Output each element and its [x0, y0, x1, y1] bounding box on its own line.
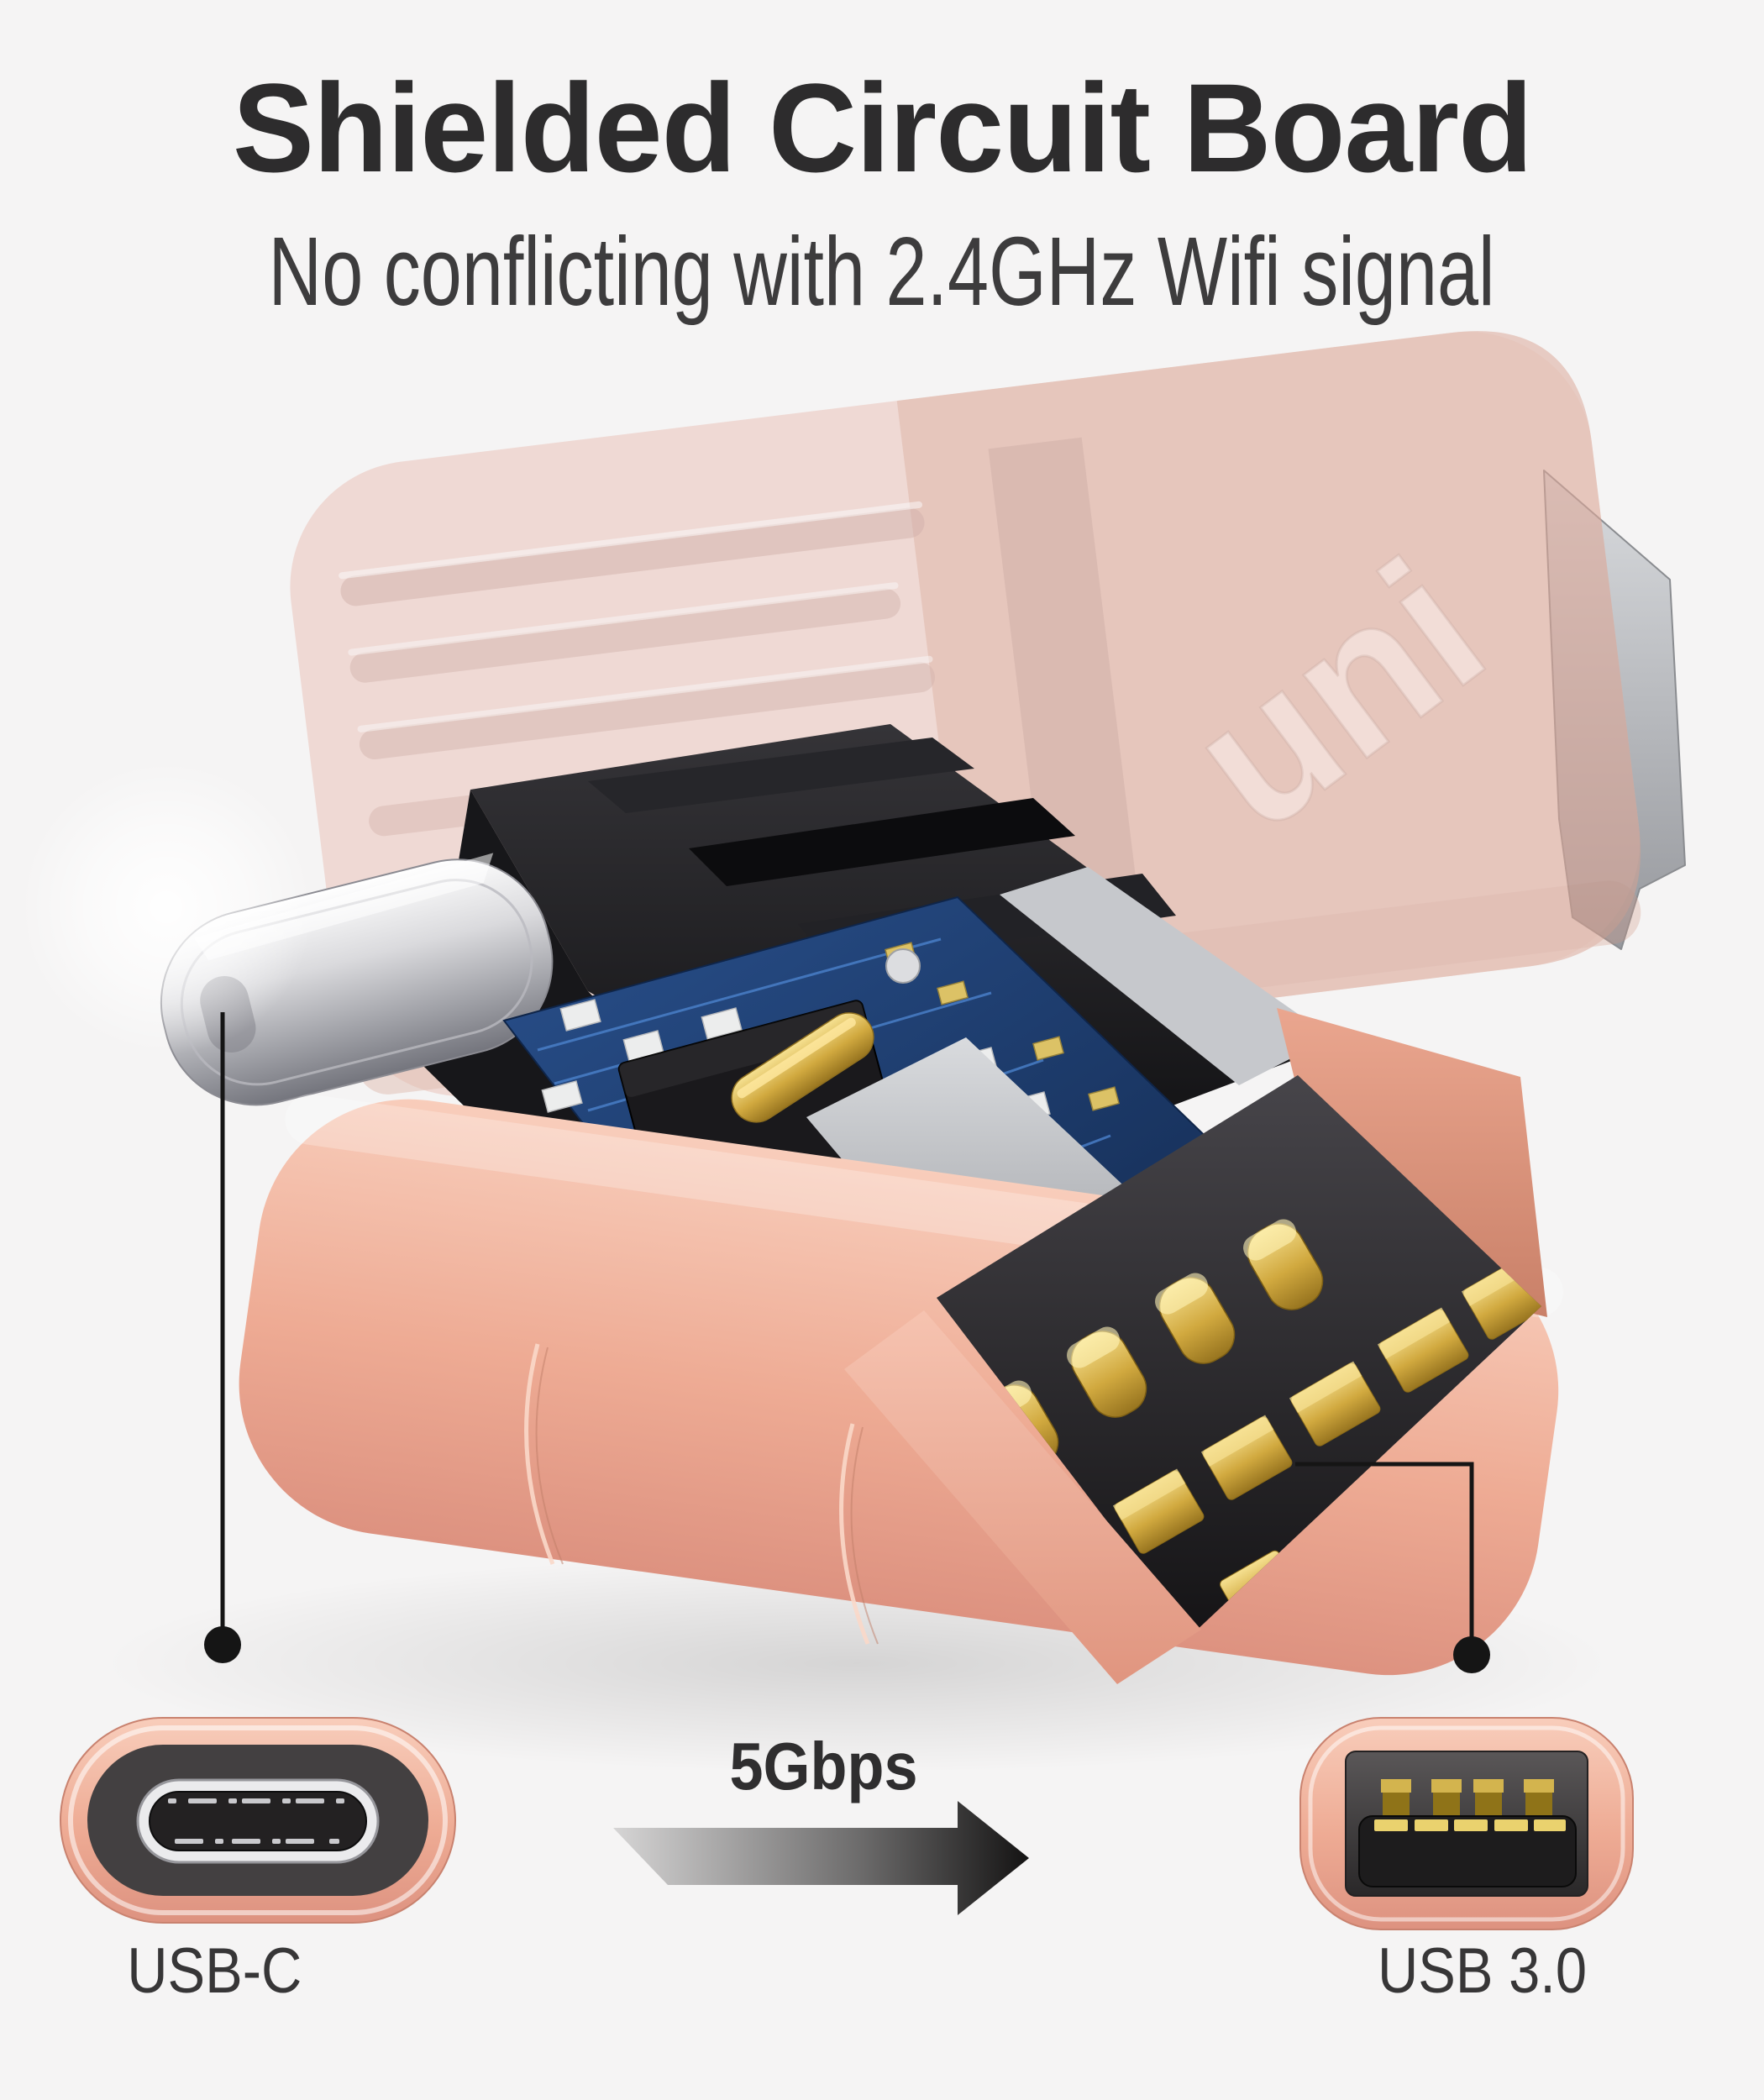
light-flare [19, 760, 313, 1054]
page-title: Shielded Circuit Board [232, 57, 1532, 198]
usb3-tongue [1358, 1815, 1577, 1887]
standoff [885, 948, 921, 984]
label-usb-c: USB-C [126, 1935, 302, 2007]
usbc-port-closeup [60, 1717, 456, 1924]
shell-front-rim [844, 1310, 1201, 1684]
usbc-pins [168, 1798, 344, 1844]
label-speed: 5Gbps [728, 1729, 918, 1803]
shell-right-wall [1277, 1008, 1547, 1317]
callout-dot-left [204, 1626, 241, 1663]
gold-inductor [731, 1012, 874, 1123]
callout-usbc [204, 1012, 241, 1663]
speed-arrow [613, 1801, 1029, 1915]
usb3-port-closeup [1299, 1717, 1634, 1930]
usb3-pads [1374, 1819, 1566, 1831]
page-subtitle: No conflicting with 2.4GHz Wifi signal [268, 217, 1496, 326]
metal-frame-rim [1000, 867, 1331, 1085]
shell-groove [524, 1343, 555, 1565]
callout-dot-right [1453, 1636, 1490, 1673]
label-usb-3: USB 3.0 [1378, 1935, 1588, 2007]
usb3-top-pins [1381, 1779, 1554, 1816]
callout-usb3 [1295, 1462, 1490, 1673]
shell-groove [839, 1423, 870, 1645]
